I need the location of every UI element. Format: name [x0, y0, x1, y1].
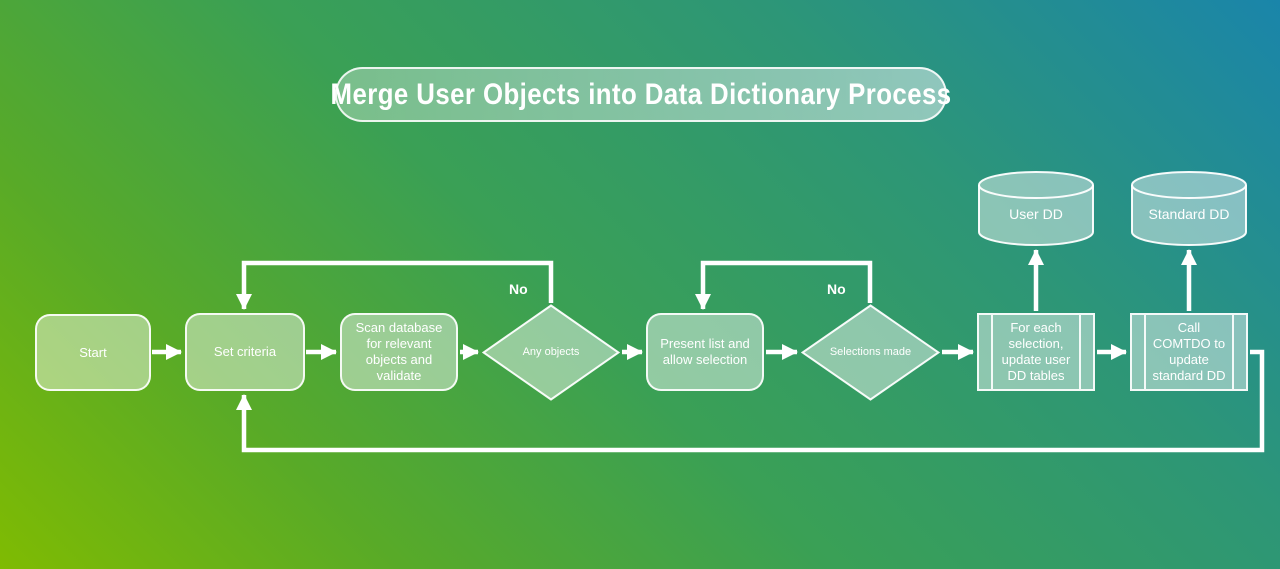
loop-selections-no-to-presentlist [695, 260, 873, 310]
node-start-label: Start [79, 344, 107, 360]
node-start: Start [35, 314, 151, 391]
node-call-comtdo: Call COMTDO to update standard DD [1130, 313, 1248, 391]
diamond-shape-icon [801, 304, 940, 401]
node-set-criteria: Set criteria [185, 313, 305, 391]
node-standard-dd: Standard DD [1130, 170, 1248, 248]
database-cylinder-icon [1131, 171, 1247, 246]
node-scan-database-label: Scan database for relevant objects and v… [355, 320, 443, 383]
node-user-dd-label: User DD [1009, 206, 1063, 222]
diagram-title: Merge User Objects into Data Dictionary … [330, 77, 952, 111]
predefined-process-right-bar [1079, 315, 1081, 389]
node-call-comtdo-label: Call COMTDO to update standard DD [1152, 320, 1226, 383]
node-present-list-label: Present list and allow selection [660, 336, 750, 367]
node-scan-database: Scan database for relevant objects and v… [340, 313, 458, 391]
node-standard-dd-label: Standard DD [1148, 206, 1230, 222]
database-cylinder-icon [978, 171, 1094, 246]
loop-anyobjects-no-to-setcriteria [236, 260, 554, 310]
node-update-user-dd-label: For each selection, update user DD table… [1001, 320, 1071, 383]
node-user-dd: User DD [977, 170, 1095, 248]
node-set-criteria-label: Set criteria [213, 344, 277, 360]
predefined-process-left-bar [1144, 315, 1146, 389]
loop-callcomtdo-to-setcriteria [236, 349, 1265, 453]
predefined-process-left-bar [991, 315, 993, 389]
edge-label-any-objects-no: No [509, 281, 528, 297]
diagram-title-pill: Merge User Objects into Data Dictionary … [331, 67, 951, 122]
node-selections-made-label: Selections made [829, 345, 912, 358]
diamond-shape-icon [482, 304, 620, 401]
edge-label-selections-made-no: No [827, 281, 846, 297]
node-any-objects-label: Any objects [522, 345, 580, 358]
node-update-user-dd: For each selection, update user DD table… [977, 313, 1095, 391]
node-any-objects: Any objects [482, 304, 620, 401]
node-present-list: Present list and allow selection [646, 313, 764, 391]
predefined-process-right-bar [1232, 315, 1234, 389]
node-selections-made: Selections made [801, 304, 940, 401]
